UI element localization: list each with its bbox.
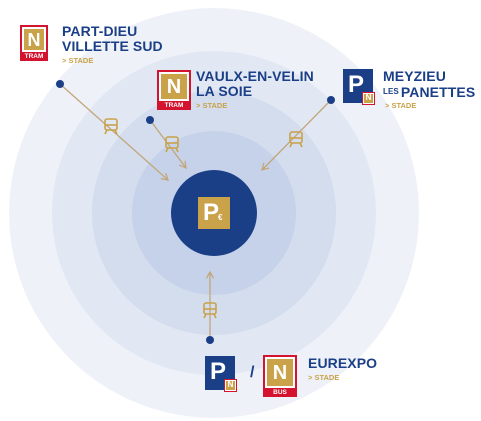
separator-slash: /	[250, 364, 255, 381]
parking-logo-meyzieu: P N	[343, 69, 375, 105]
shuttle-icon	[289, 131, 303, 148]
connector-eurexpo	[205, 270, 215, 344]
station-dot	[56, 80, 64, 88]
stade-label: > STADE	[385, 101, 417, 110]
connector-part-dieu	[56, 80, 169, 181]
tram-tag: TRAM	[157, 101, 191, 110]
center-logo-letter: P	[203, 199, 220, 226]
station-name-part-dieu: PART-DIEU	[62, 23, 138, 39]
shuttle-icon	[165, 136, 179, 153]
shuttle-icon	[203, 302, 217, 319]
les-prefix: LES	[383, 87, 399, 96]
tram-tag: TRAM	[20, 52, 48, 61]
bus-logo-eurexpo: N BUS	[263, 355, 297, 397]
station-name-vaulx-2: LA SOIE	[196, 83, 253, 99]
station-dot	[146, 116, 154, 124]
euro-symbol: €	[218, 213, 223, 222]
tram-logo-letter: N	[161, 74, 187, 99]
parking-letter: P	[348, 71, 365, 98]
bus-logo-letter: N	[267, 359, 293, 386]
stade-label: > STADE	[196, 101, 228, 110]
parking-logo-eurexpo: P N	[205, 356, 237, 392]
station-dot	[206, 336, 214, 344]
tram-mini-icon: N	[224, 379, 237, 392]
station-dot	[327, 96, 335, 104]
shuttle-icon	[104, 118, 118, 135]
connector-meyzieu	[261, 96, 335, 171]
stade-label: > STADE	[62, 56, 94, 65]
parking-letter: P	[210, 358, 227, 385]
parking-euro-icon: P €	[198, 197, 230, 229]
panettes-word: PANETTES	[400, 84, 476, 100]
tram-logo-part-dieu: N TRAM	[20, 25, 48, 61]
tram-logo-letter: N	[24, 29, 44, 50]
tram-mini-letter: N	[226, 380, 235, 390]
bus-tag: BUS	[263, 388, 297, 397]
station-name-part-dieu-2: VILLETTE SUD	[62, 38, 163, 54]
tram-logo-vaulx: N TRAM	[157, 70, 191, 110]
tram-mini-letter: N	[364, 93, 373, 103]
station-name-eurexpo: EUREXPO	[308, 355, 378, 371]
station-name-meyzieu: MEYZIEU	[383, 68, 446, 84]
connector-vaulx	[146, 116, 187, 170]
tram-mini-icon: N	[362, 92, 375, 105]
stade-label: > STADE	[308, 373, 340, 382]
station-name-vaulx: VAULX-EN-VELIN	[196, 68, 314, 84]
